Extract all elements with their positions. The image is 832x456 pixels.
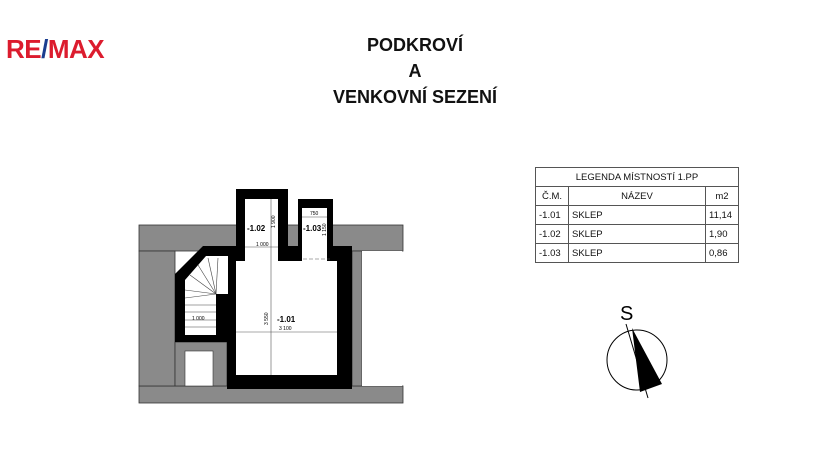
cell: SKLEP xyxy=(568,243,706,263)
compass-arrow-icon xyxy=(632,328,662,392)
title-line: A xyxy=(408,61,422,81)
title-line: VENKOVNÍ SEZENÍ xyxy=(332,87,498,107)
cell: 0,86 xyxy=(705,243,739,263)
stairs xyxy=(184,257,219,328)
dimension: 1 000 xyxy=(192,316,205,322)
dimension-lines xyxy=(236,199,337,375)
remax-logo: RE/MAX xyxy=(6,34,105,64)
compass-label: S xyxy=(620,303,633,325)
dimension: 750 xyxy=(310,211,319,217)
dimension: 1 150 xyxy=(322,223,328,236)
dimension: 1 900 xyxy=(271,215,277,228)
dimension: 1 000 xyxy=(256,242,269,248)
dimension: 3 550 xyxy=(264,312,270,325)
room-label: -1.02 xyxy=(247,224,266,233)
room-label: -1.03 xyxy=(303,224,322,233)
page-title: PODKROVÍ A VENKOVNÍ SEZENÍ xyxy=(300,32,530,110)
title-line: PODKROVÍ xyxy=(366,35,463,55)
dimension: 3 100 xyxy=(279,326,292,332)
room-label: -1.01 xyxy=(277,315,296,324)
north-arrow-compass: S xyxy=(606,303,668,399)
